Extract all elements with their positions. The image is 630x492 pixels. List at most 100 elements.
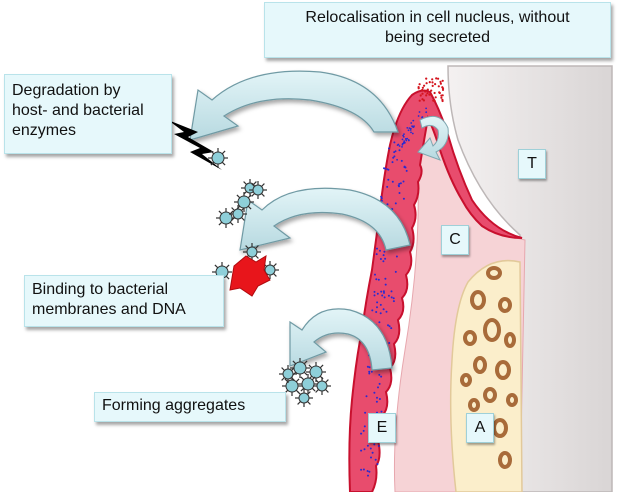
epithelium-dot	[388, 325, 391, 328]
secretion-dot	[421, 92, 424, 95]
epithelium-dot	[387, 294, 390, 297]
peptide-icon	[216, 208, 236, 228]
epithelium-dot	[397, 184, 400, 187]
epithelium-dot	[375, 253, 378, 256]
epithelium-label: E	[368, 413, 396, 443]
secretion-dot	[433, 91, 436, 95]
secretion-dot	[430, 93, 433, 96]
epithelium-dot	[360, 432, 363, 435]
epithelium-dot	[379, 249, 381, 252]
epithelium-dot	[374, 273, 376, 276]
epithelium-dot	[362, 468, 365, 471]
epithelium-dot	[363, 425, 366, 428]
epithelium-dot	[382, 290, 385, 293]
epithelium-dot	[363, 448, 366, 451]
epithelium-dot	[404, 141, 406, 144]
secretion-dot	[441, 79, 444, 82]
epithelium-dot	[380, 410, 383, 413]
connective-tissue-label: C	[441, 225, 469, 255]
peptide-icon	[243, 243, 261, 261]
binding-text-line1: Binding to bacterial	[32, 281, 169, 298]
epithelium-dot	[375, 400, 378, 403]
epithelium-dot	[376, 306, 378, 309]
epithelium-dot	[376, 292, 379, 295]
peptide-icon	[229, 205, 247, 223]
secretion-dot	[418, 83, 421, 86]
relocalisation-callout: Relocalisation in cell nucleus, without …	[264, 2, 611, 58]
aggregates-text-line1: Forming aggregates	[102, 397, 246, 414]
epithelium-dot	[362, 429, 365, 432]
epithelium-dot	[379, 258, 382, 260]
epithelium-dot	[425, 111, 428, 114]
secretion-dot	[424, 90, 427, 93]
tooth-label: T	[518, 149, 546, 179]
epithelium-dot	[378, 373, 381, 376]
bone-pores	[460, 266, 518, 469]
aggregates-callout: Forming aggregates	[94, 392, 286, 422]
secretion-dot	[417, 87, 420, 90]
epithelium-dot	[373, 290, 376, 293]
epithelium-dot	[375, 278, 378, 281]
epithelium-dot	[417, 115, 420, 117]
epithelium-dot	[400, 159, 403, 162]
peptide-icon	[298, 374, 318, 394]
epithelium-dot	[391, 161, 394, 164]
epithelium-dot	[381, 294, 384, 297]
epithelium-dot	[409, 129, 412, 131]
epithelium-dot	[377, 445, 380, 447]
epithelium-dot	[402, 180, 405, 183]
epithelium-dot	[395, 255, 398, 258]
epithelium-dot	[410, 122, 413, 124]
epithelium-dot	[398, 192, 401, 194]
epithelium-dot	[378, 398, 381, 400]
secretion-dot	[425, 82, 428, 85]
secretion-dot	[440, 94, 443, 97]
secretion-dot	[423, 84, 426, 87]
epithelium-dot	[382, 254, 385, 257]
relocalisation-text-line2: being secreted	[385, 29, 490, 46]
epithelium-dot	[375, 311, 378, 313]
epithelium-dot	[380, 199, 383, 202]
epithelium-dot	[360, 468, 363, 471]
epithelium-dot	[412, 119, 415, 122]
secretion-dot	[437, 77, 440, 80]
alveolar-bone-label: A	[466, 413, 494, 443]
epithelium-dot	[421, 116, 423, 119]
enzyme-lightning-icon	[168, 120, 222, 170]
epithelium-dot	[366, 444, 369, 447]
secretion-dot	[439, 80, 442, 83]
epithelium-dot	[387, 324, 389, 327]
epithelium-dot	[388, 147, 390, 150]
secretion-dot	[418, 99, 421, 102]
epithelium-dot	[393, 151, 396, 154]
epithelium-dot	[392, 300, 395, 303]
secretion-dot	[434, 96, 437, 99]
epithelium-dot	[385, 310, 388, 313]
epithelium-dot	[396, 158, 398, 161]
degradation-text-line1: Degradation by	[12, 82, 121, 99]
epithelium-dot	[402, 134, 404, 137]
secretion-dot	[419, 94, 422, 97]
epithelium-dot	[369, 447, 372, 450]
epithelium-dot	[380, 375, 383, 378]
peptide-icon	[313, 377, 331, 395]
epithelium-dot	[373, 443, 376, 446]
epithelium-dot	[365, 395, 368, 398]
epithelium-dot	[418, 111, 421, 113]
epithelium-dot	[403, 165, 406, 168]
secretion-dot	[428, 93, 431, 96]
secretion-dot	[425, 94, 428, 97]
secretion-dot	[434, 83, 437, 86]
epithelium-dot	[376, 301, 379, 304]
epithelium-dot	[397, 143, 400, 146]
secretion-dot	[421, 88, 424, 92]
secretion-dot	[437, 85, 440, 88]
epithelium-dot	[382, 308, 385, 311]
epithelium-dot	[425, 107, 427, 110]
epithelium-dot	[390, 296, 393, 299]
epithelium-dot	[393, 141, 396, 144]
secretion-dot	[433, 99, 436, 102]
epithelium-dot	[405, 169, 408, 172]
epithelium-dot	[402, 197, 405, 200]
epithelium-dot	[403, 140, 406, 143]
